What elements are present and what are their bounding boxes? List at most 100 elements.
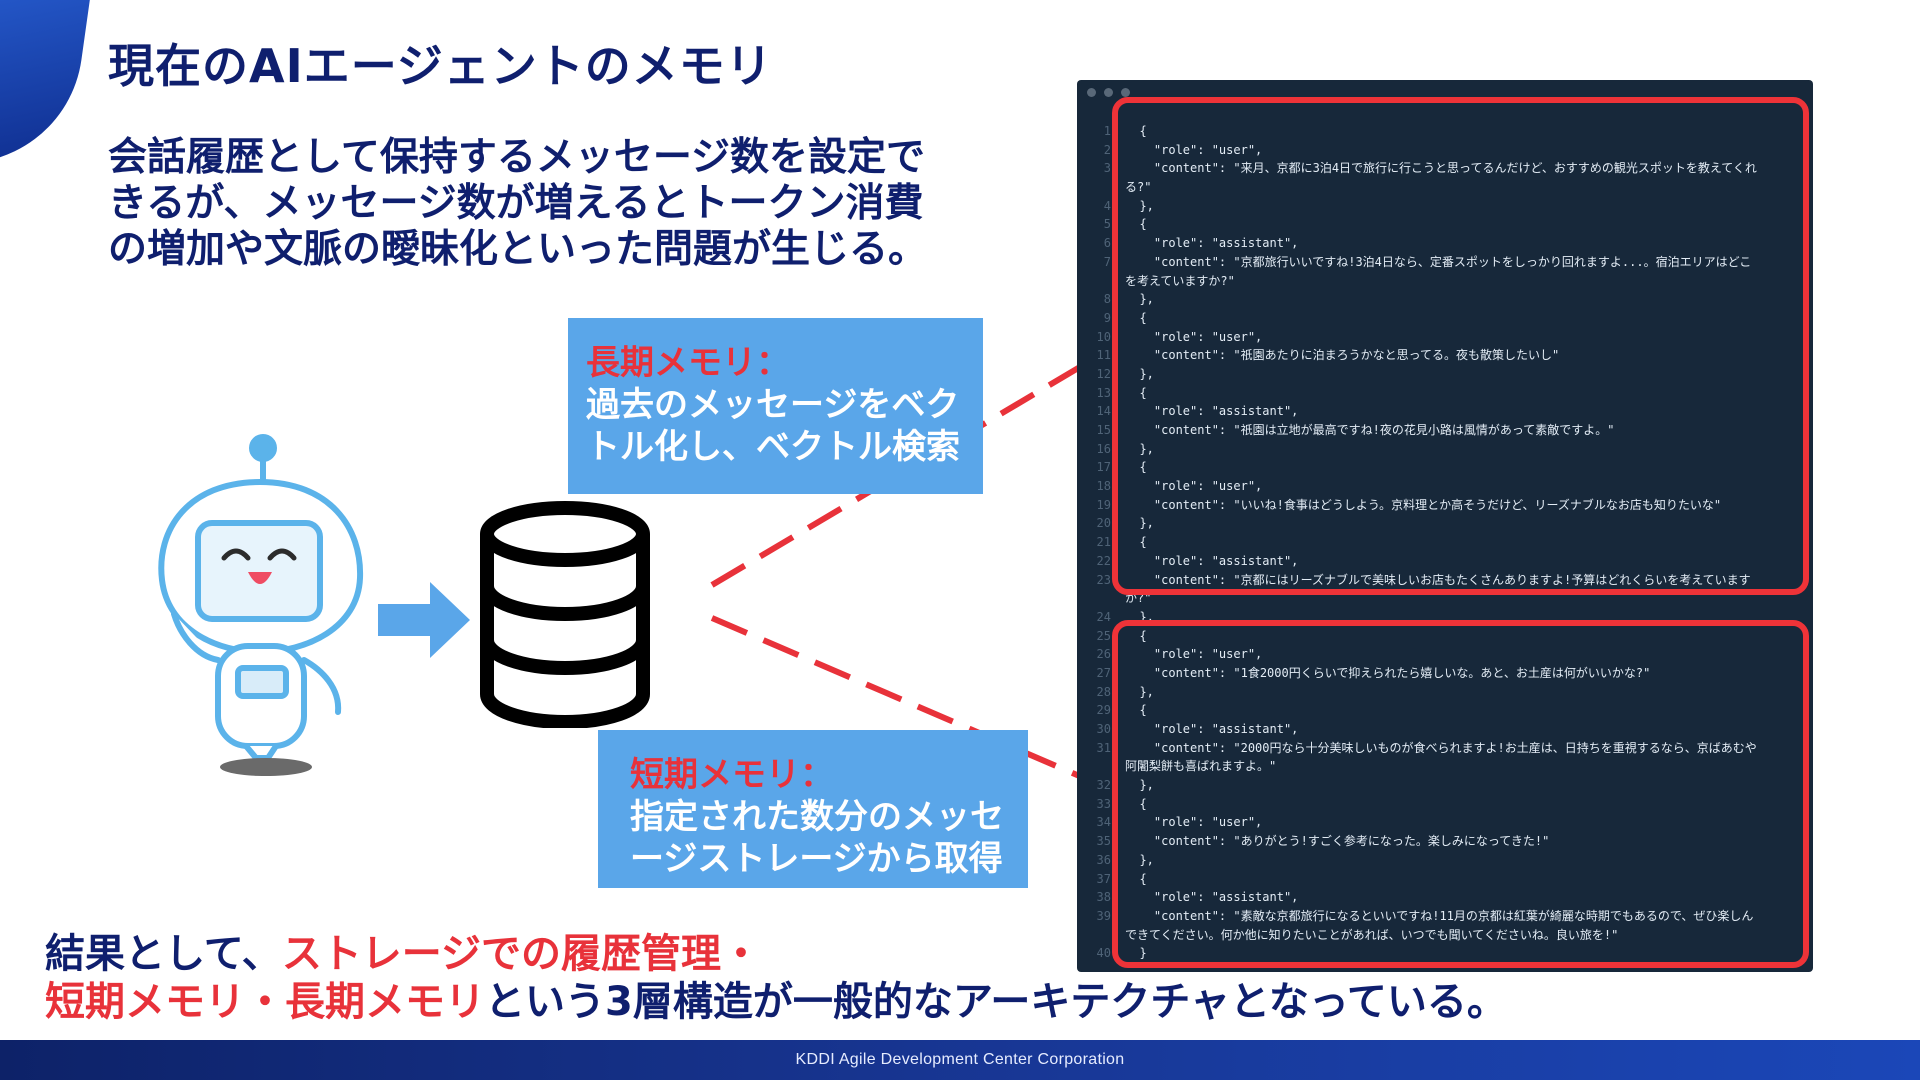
line-number: 35	[1096, 834, 1111, 849]
window-dot-icon	[1121, 88, 1130, 97]
line-number: 24	[1096, 609, 1111, 624]
code-line: 4 },	[1077, 197, 1813, 216]
line-text: "role": "user",	[1125, 142, 1263, 157]
code-line: 16 },	[1077, 440, 1813, 459]
code-line: 8 },	[1077, 290, 1813, 309]
code-line: 12 },	[1077, 365, 1813, 384]
line-text: },	[1125, 852, 1154, 867]
conclusion-line-2: 短期メモリ・長期メモリという3層構造が一般的なアーキテクチャとなっている。	[45, 978, 1507, 1026]
line-text: "role": "user",	[1125, 647, 1263, 662]
right-arrow-icon	[378, 582, 470, 658]
code-line: 27 "content": "1食2000円くらいで抑えられたら嬉しいな。あと、…	[1077, 664, 1813, 683]
line-number: 11	[1096, 348, 1111, 363]
line-number: 7	[1103, 254, 1111, 269]
line-text: "role": "assistant",	[1125, 553, 1299, 568]
line-number: 10	[1096, 329, 1111, 344]
code-line: 19 "content": "いいね!食事はどうしよう。京料理とか高そうだけど、…	[1077, 496, 1813, 515]
short-memory-highlight	[1112, 620, 1809, 968]
line-text: },	[1125, 292, 1154, 307]
code-line: 33 {	[1077, 795, 1813, 814]
code-line: 10 "role": "user",	[1077, 328, 1813, 347]
line-number: 9	[1103, 310, 1111, 325]
code-line: 31 "content": "2000円なら十分美味しいものが食べられますよ!お…	[1077, 739, 1813, 758]
line-text: る?"	[1125, 180, 1152, 195]
line-number: 40	[1096, 946, 1111, 961]
short-memory-box: 短期メモリ： 指定された数分のメッセ ージストレージから取得	[598, 730, 1028, 888]
line-text: "content": "京都旅行いいですね!3泊4日なら、定番スポットをしっかり…	[1125, 254, 1752, 269]
line-number: 22	[1096, 553, 1111, 568]
line-text: "content": "素敵な京都旅行になるといいですね!11月の京都は紅葉が綺…	[1125, 908, 1754, 923]
line-text: },	[1125, 198, 1154, 213]
code-line: 22 "role": "assistant",	[1077, 552, 1813, 571]
window-dot-icon	[1087, 88, 1096, 97]
line-number: 6	[1103, 236, 1111, 251]
line-text: "content": "2000円なら十分美味しいものが食べられますよ!お土産は…	[1125, 740, 1757, 755]
line-text: },	[1125, 778, 1154, 793]
code-line: 20 },	[1077, 514, 1813, 533]
line-text: "role": "user",	[1125, 329, 1263, 344]
line-text: {	[1125, 310, 1147, 325]
long-memory-title: 長期メモリ：	[586, 343, 790, 383]
line-number: 16	[1096, 441, 1111, 456]
line-number: 39	[1096, 908, 1111, 923]
code-line: 28 },	[1077, 683, 1813, 702]
line-text: }	[1125, 946, 1147, 961]
code-line: 30 "role": "assistant",	[1077, 720, 1813, 739]
footer-company: KDDI Agile Development Center Corporatio…	[795, 1051, 1125, 1068]
code-line: 23 "content": "京都にはリーズナブルで美味しいお店もたくさんありま…	[1077, 571, 1813, 590]
code-line: 34 "role": "user",	[1077, 813, 1813, 832]
code-line: 1 {	[1077, 122, 1813, 141]
code-line: る?"	[1077, 178, 1813, 197]
line-text: できてください。何か他に知りたいことがあれば、いつでも聞いてくださいね。良い旅を…	[1125, 927, 1619, 942]
line-number: 34	[1096, 815, 1111, 830]
line-text: {	[1125, 124, 1147, 138]
code-line: 25 {	[1077, 627, 1813, 646]
code-line: 38 "role": "assistant",	[1077, 888, 1813, 907]
code-line: 13 {	[1077, 384, 1813, 403]
line-text: "role": "assistant",	[1125, 236, 1299, 251]
code-lines: 1 {2 "role": "user", 3 "content": "来月、京都に…	[1077, 122, 1813, 963]
line-number: 13	[1096, 385, 1111, 400]
line-text: {	[1125, 535, 1147, 550]
window-controls	[1077, 80, 1813, 102]
line-text: {	[1125, 628, 1147, 643]
line-text: "content": "いいね!食事はどうしよう。京料理とか高そうだけど、リーズ…	[1125, 497, 1722, 512]
line-number: 25	[1096, 628, 1111, 643]
line-number: 36	[1096, 852, 1111, 867]
line-number: 38	[1096, 890, 1111, 905]
line-text: 阿闍梨餅も喜ばれますよ。"	[1125, 759, 1277, 774]
long-memory-description: 過去のメッセージをベク トル化し、ベクトル検索	[586, 385, 960, 467]
code-line: 37 {	[1077, 870, 1813, 889]
line-number: 12	[1096, 366, 1111, 381]
line-text: },	[1125, 441, 1154, 456]
intro-text: 会話履歴として保持するメッセージ数を設定で きるが、メッセージ数が増えるとトーク…	[108, 135, 928, 272]
code-line: 7 "content": "京都旅行いいですね!3泊4日なら、定番スポットをしっ…	[1077, 253, 1813, 272]
code-line: 5 {	[1077, 215, 1813, 234]
code-line: 3 "content": "来月、京都に3泊4日で旅行に行こうと思ってるんだけど…	[1077, 159, 1813, 178]
line-number: 18	[1096, 479, 1111, 494]
line-number: 1	[1103, 124, 1111, 138]
line-number: 14	[1096, 404, 1111, 419]
line-number: 21	[1096, 535, 1111, 550]
line-number: 2	[1103, 142, 1111, 157]
line-number: 27	[1096, 665, 1111, 680]
line-number: 19	[1096, 497, 1111, 512]
window-dot-icon	[1104, 88, 1113, 97]
conclusion-highlight-memory: 短期メモリ・長期メモリ	[45, 979, 485, 1025]
footer-bar: KDDI Agile Development Center Corporatio…	[0, 1040, 1920, 1080]
code-line: 15 "content": "祇園は立地が最高ですね!夜の花見小路は風情があって…	[1077, 421, 1813, 440]
code-line: 6 "role": "assistant",	[1077, 234, 1813, 253]
code-line: 14 "role": "assistant",	[1077, 402, 1813, 421]
line-text: {	[1125, 217, 1147, 232]
line-number: 30	[1096, 722, 1111, 736]
line-number: 37	[1096, 871, 1111, 886]
line-text: },	[1125, 684, 1154, 699]
conclusion-line-1: 結果として、ストレージでの履歴管理・	[45, 930, 1507, 978]
code-line: 32 },	[1077, 776, 1813, 795]
short-memory-title: 短期メモリ：	[630, 755, 834, 795]
code-line: 17 {	[1077, 458, 1813, 477]
robot-illustration	[158, 434, 364, 776]
code-line: を考えていますか?"	[1077, 272, 1813, 291]
conclusion-text: 結果として、ストレージでの履歴管理・ 短期メモリ・長期メモリという3層構造が一般…	[45, 930, 1507, 1026]
line-number: 28	[1096, 684, 1111, 699]
